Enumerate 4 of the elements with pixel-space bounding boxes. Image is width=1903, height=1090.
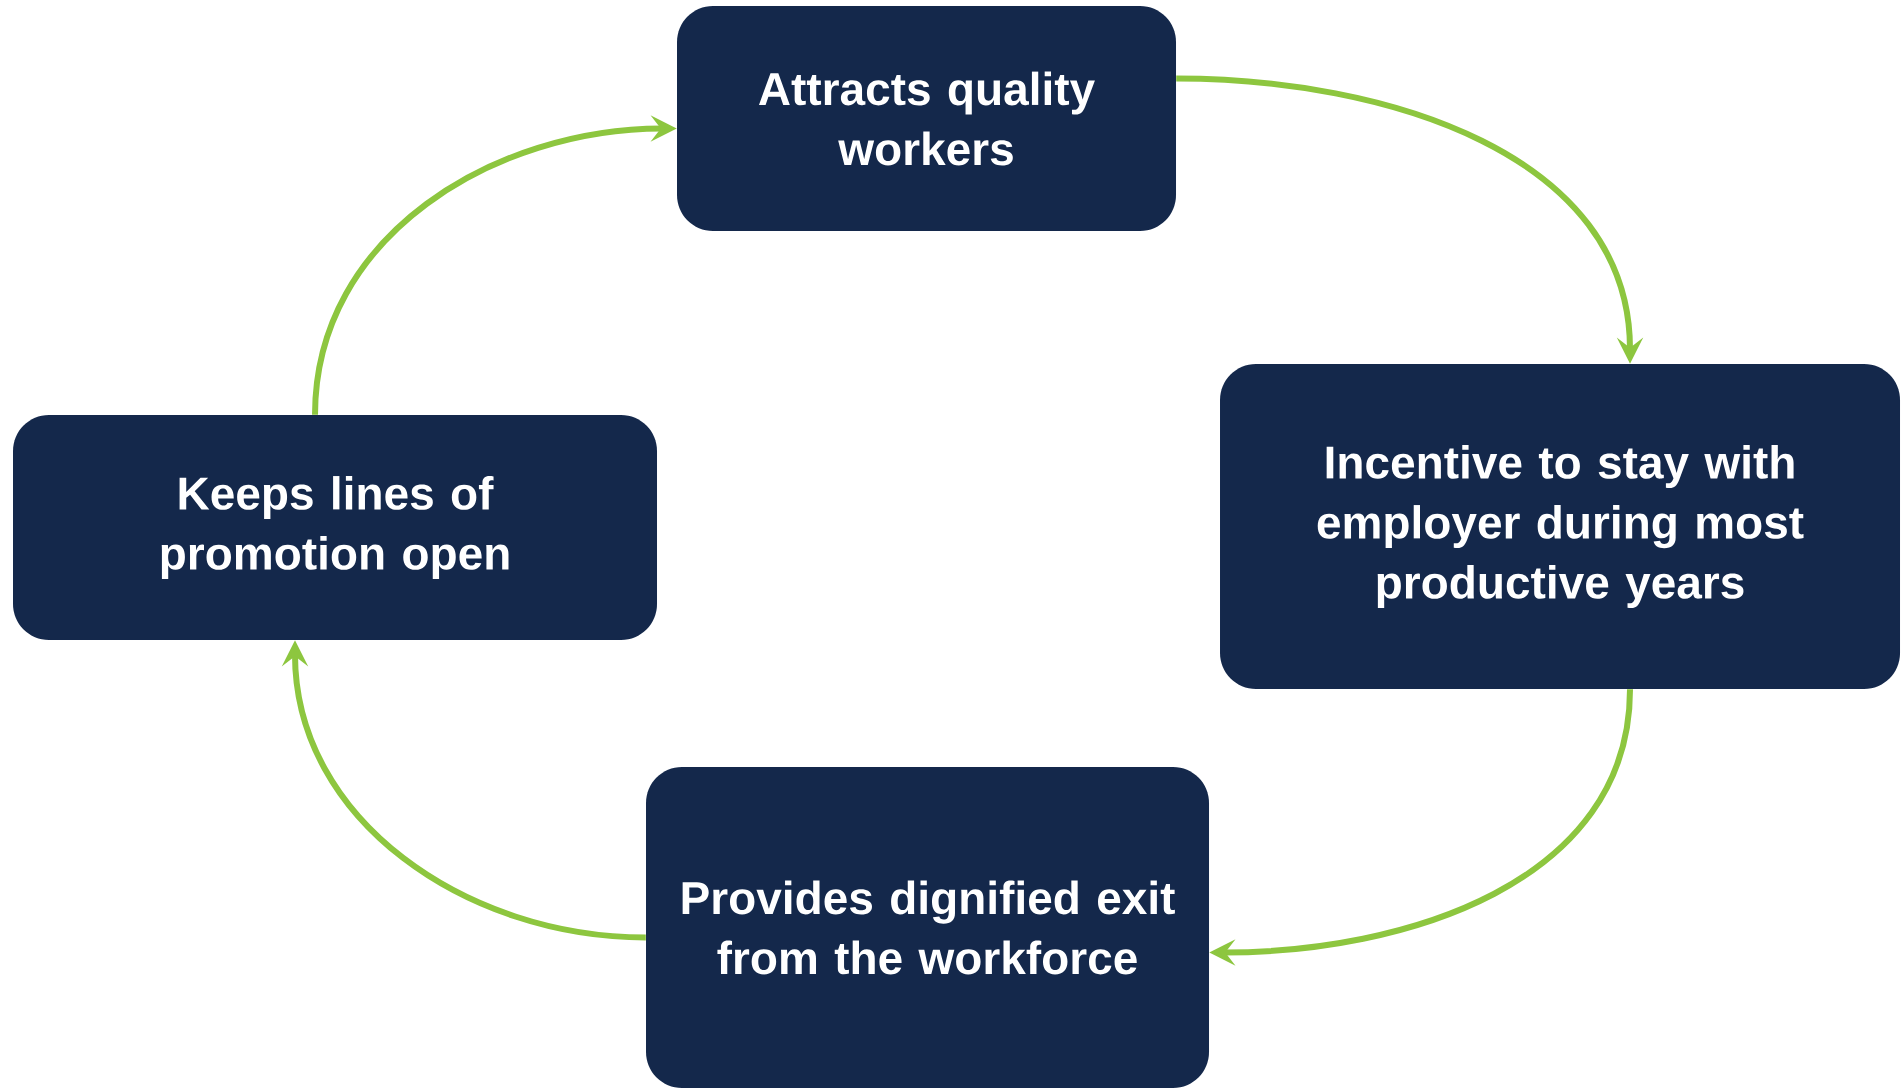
process-box: Attracts quality workers [677,6,1176,231]
process-box: Keeps lines of promotion open [13,415,657,640]
process-box: Incentive to stay with employer during most productive years [1220,364,1900,689]
process-box: Provides dignified exit from the workforce [646,767,1209,1088]
